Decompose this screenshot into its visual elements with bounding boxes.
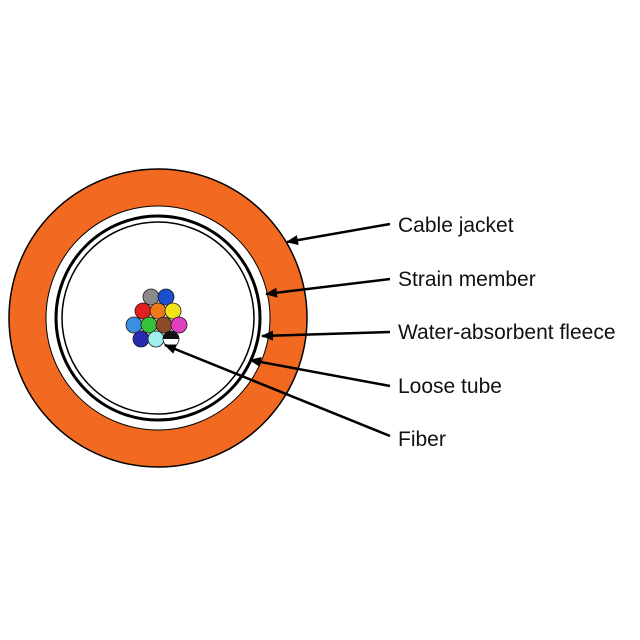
label-cable-jacket: Cable jacket [398, 214, 514, 237]
label-loose-tube: Loose tube [398, 375, 502, 398]
fiber-bundle [125, 288, 188, 348]
label-strain-member: Strain member [398, 268, 536, 291]
fiber-strand [170, 316, 188, 334]
label-fiber: Fiber [398, 428, 446, 451]
fiber-strand-marking [163, 331, 179, 339]
fiber-strand [155, 316, 173, 334]
fiber-strand [157, 288, 175, 306]
loose-tube-arrow [249, 357, 391, 388]
fiber-strand [164, 302, 182, 320]
fiber-strand [132, 330, 150, 348]
fiber-strand [142, 288, 160, 306]
water-absorbent-fleece-arrow [261, 330, 391, 341]
fiber-strand [125, 316, 143, 334]
fiber-strand [149, 302, 167, 320]
strain-member-arrow [265, 277, 391, 298]
label-water-absorbent-fleece: Water-absorbent fleece [398, 321, 616, 344]
fiber-strand [140, 316, 158, 334]
fiber-strand [147, 330, 165, 348]
fiber-strand [134, 302, 152, 320]
fiber-arrow [164, 343, 391, 438]
cable-jacket-arrow [286, 222, 391, 246]
